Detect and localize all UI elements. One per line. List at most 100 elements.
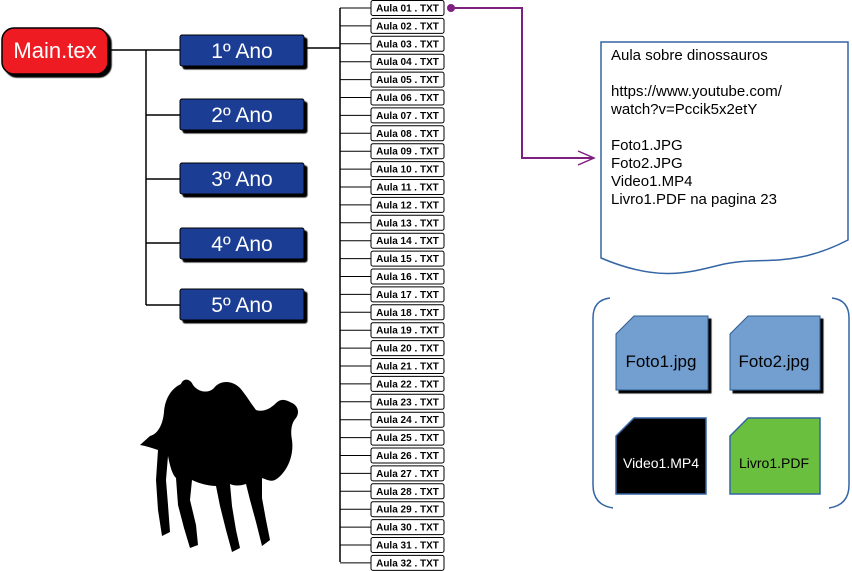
- lesson-box: [370, 286, 445, 303]
- file-label: Foto2.jpg: [739, 352, 810, 371]
- year-label: 3º Ano: [211, 168, 272, 191]
- lesson-item[interactable]: Aula 06 . TXT: [370, 89, 445, 106]
- lesson-box: [370, 554, 445, 571]
- file-label: Foto1.jpg: [626, 352, 697, 371]
- lesson-label: Aula 10 . TXT: [376, 165, 439, 176]
- lesson-item[interactable]: Aula 21 . TXT: [370, 358, 445, 374]
- lesson-box: [370, 0, 445, 16]
- year-node-3[interactable]: 3º Ano: [179, 162, 305, 195]
- lesson-item[interactable]: Aula 16 . TXT: [370, 268, 445, 285]
- document-line: watch?v=Pccik5x2etY: [610, 101, 757, 118]
- lesson-label: Aula 29 . TXT: [376, 505, 439, 516]
- lesson-label: Aula 31 . TXT: [376, 541, 439, 552]
- lesson-item[interactable]: Aula 23 . TXT: [370, 393, 445, 410]
- lesson-label: Aula 28 . TXT: [376, 487, 439, 498]
- lesson-item[interactable]: Aula 05 . TXT: [370, 71, 445, 88]
- lesson-link-connector: [447, 4, 596, 166]
- lesson-label: Aula 05 . TXT: [376, 75, 439, 86]
- lesson-box: [370, 393, 445, 410]
- lesson-item[interactable]: Aula 31 . TXT: [370, 537, 445, 553]
- lesson-item[interactable]: Aula 26 . TXT: [370, 447, 445, 464]
- lesson-item[interactable]: Aula 10 . TXT: [370, 161, 445, 178]
- lesson-box: [370, 196, 445, 213]
- lesson-label: Aula 04 . TXT: [376, 57, 439, 68]
- media-group-brackets: [592, 297, 850, 509]
- file-foto2[interactable]: Foto2.jpg: [729, 315, 821, 391]
- lesson-item[interactable]: Aula 07 . TXT: [370, 107, 445, 124]
- lesson-box: [370, 250, 445, 267]
- root-node[interactable]: Main.tex: [1, 27, 109, 75]
- lesson-item[interactable]: Aula 02 . TXT: [370, 17, 445, 34]
- lesson-box: [370, 214, 445, 231]
- file-video1[interactable]: Video1.MP4: [615, 417, 707, 495]
- lesson-label: Aula 20 . TXT: [376, 344, 439, 355]
- year-node-2[interactable]: 2º Ano: [179, 98, 305, 131]
- file-label: Video1.MP4: [623, 455, 699, 471]
- lesson-item[interactable]: Aula 08 . TXT: [370, 125, 445, 142]
- year-node-5[interactable]: 5º Ano: [179, 288, 305, 321]
- lesson-box: [370, 268, 445, 285]
- lesson-label: Aula 23 . TXT: [376, 397, 439, 408]
- lesson-box: [370, 447, 445, 464]
- lesson-box: [370, 411, 445, 428]
- lesson-label: Aula 07 . TXT: [376, 111, 439, 122]
- lesson-box: [370, 483, 445, 500]
- document-line: Aula sobre dinossauros: [611, 47, 768, 64]
- lesson-label: Aula 19 . TXT: [376, 326, 439, 337]
- lesson-item[interactable]: Aula 18 . TXT: [370, 304, 445, 321]
- lesson-item[interactable]: Aula 29 . TXT: [370, 501, 445, 518]
- lesson-label: Aula 17 . TXT: [376, 290, 439, 301]
- lesson-item[interactable]: Aula 24 . TXT: [370, 411, 445, 428]
- year-node-1[interactable]: 1º Ano: [179, 34, 305, 67]
- year-label: 1º Ano: [211, 40, 272, 63]
- lesson-list: Aula 01 . TXT Aula 02 . TXT Aula 03 . TXT A…: [370, 0, 445, 571]
- lesson-item[interactable]: Aula 17 . TXT: [370, 286, 445, 303]
- lesson-label: Aula 27 . TXT: [376, 469, 439, 480]
- lesson-box: [370, 429, 445, 446]
- lesson-item[interactable]: Aula 11 . TXT: [370, 179, 445, 195]
- lesson-label: Aula 11 . TXT: [376, 183, 438, 194]
- lesson-box: [370, 107, 445, 124]
- lesson-item[interactable]: Aula 28 . TXT: [370, 483, 445, 500]
- tree-connectors: [108, 8, 341, 562]
- document-line: Video1.MP4: [611, 173, 692, 190]
- lesson-label: Aula 15 . TXT: [376, 254, 439, 265]
- lesson-item[interactable]: Aula 01 . TXT: [370, 0, 445, 16]
- file-foto1[interactable]: Foto1.jpg: [615, 315, 709, 391]
- lesson-label: Aula 14 . TXT: [376, 236, 439, 247]
- lesson-box: [370, 232, 445, 249]
- year-label: 5º Ano: [211, 294, 272, 317]
- document-text: Aula sobre dinossauros https://www.youtu…: [610, 47, 786, 208]
- lesson-label: Aula 30 . TXT: [376, 523, 439, 534]
- lesson-item[interactable]: Aula 13 . TXT: [370, 214, 445, 231]
- lesson-box: [370, 179, 445, 195]
- lesson-item[interactable]: Aula 12 . TXT: [370, 196, 445, 213]
- document-line: https://www.youtube.com/: [611, 83, 783, 100]
- document-line: Foto2.JPG: [611, 155, 683, 172]
- lesson-item[interactable]: Aula 20 . TXT: [370, 340, 445, 357]
- lesson-item[interactable]: Aula 14 . TXT: [370, 232, 445, 249]
- lesson-item[interactable]: Aula 32 . TXT: [370, 554, 445, 571]
- lesson-item[interactable]: Aula 30 . TXT: [370, 519, 445, 536]
- lesson-box: [370, 304, 445, 321]
- lesson-label: Aula 06 . TXT: [376, 93, 439, 104]
- year-node-4[interactable]: 4º Ano: [179, 227, 305, 260]
- lesson-document[interactable]: Aula sobre dinossauros https://www.youtu…: [600, 41, 849, 275]
- lesson-box: [370, 358, 445, 374]
- lesson-item[interactable]: Aula 27 . TXT: [370, 465, 445, 482]
- lesson-item[interactable]: Aula 25 . TXT: [370, 429, 445, 446]
- lesson-item[interactable]: Aula 03 . TXT: [370, 35, 445, 52]
- lesson-item[interactable]: Aula 09 . TXT: [370, 143, 445, 160]
- lesson-box: [370, 53, 445, 70]
- lesson-label: Aula 13 . TXT: [376, 218, 439, 229]
- lesson-item[interactable]: Aula 19 . TXT: [370, 322, 445, 339]
- lesson-label: Aula 03 . TXT: [376, 39, 439, 50]
- file-livro1[interactable]: Livro1.PDF: [729, 417, 821, 495]
- lesson-label: Aula 01 . TXT: [376, 4, 439, 15]
- lesson-item[interactable]: Aula 22 . TXT: [370, 375, 445, 392]
- lesson-item[interactable]: Aula 04 . TXT: [370, 53, 445, 70]
- lesson-box: [370, 519, 445, 536]
- lesson-item[interactable]: Aula 15 . TXT: [370, 250, 445, 267]
- lesson-label: Aula 26 . TXT: [376, 451, 439, 462]
- lesson-box: [370, 322, 445, 339]
